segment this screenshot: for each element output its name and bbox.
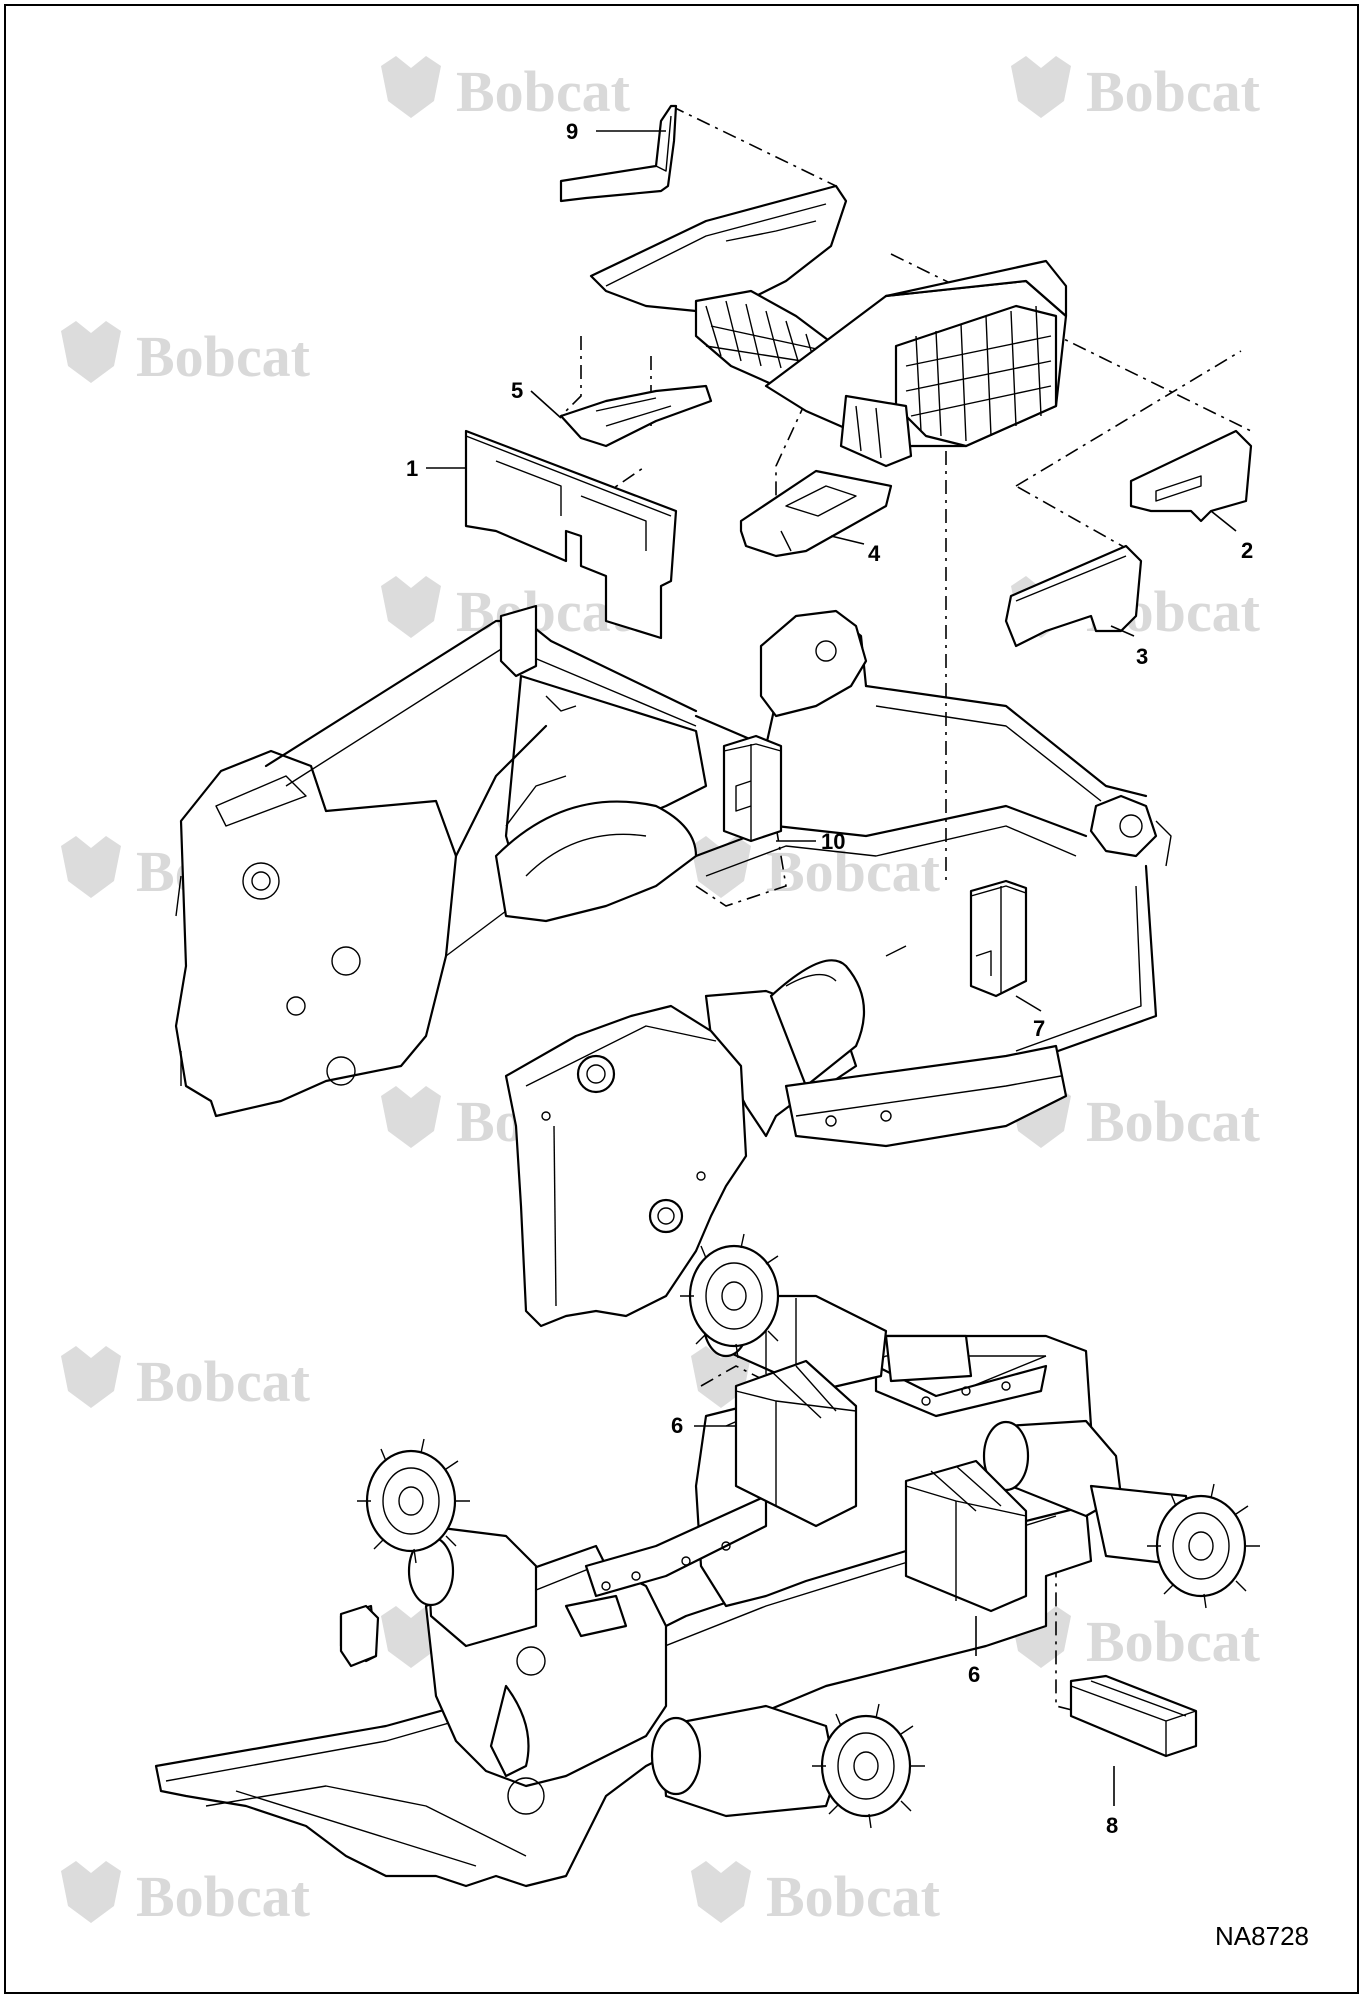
floor-panel-assembly bbox=[589, 184, 1068, 468]
svg-text:Bobcat: Bobcat bbox=[1086, 1089, 1261, 1154]
drawing-reference-code: NA8728 bbox=[1215, 1921, 1309, 1951]
svg-text:Bobcat: Bobcat bbox=[136, 324, 311, 389]
svg-text:Bobcat: Bobcat bbox=[766, 1864, 941, 1929]
part-2-side-panel bbox=[1129, 429, 1253, 523]
part-5-floor-pad bbox=[559, 384, 713, 448]
bobcat-watermark-logo: Bobcat bbox=[61, 1861, 311, 1929]
svg-text:Bobcat: Bobcat bbox=[136, 1349, 311, 1414]
part-8-foam-strip bbox=[1069, 1674, 1198, 1758]
part-4-bracket-pad bbox=[739, 469, 893, 558]
callout-5: 5 bbox=[511, 378, 523, 403]
callout-8: 8 bbox=[1106, 1813, 1118, 1838]
callout-4: 4 bbox=[868, 541, 881, 566]
callout-1: 1 bbox=[406, 456, 418, 481]
part-10-foam-block bbox=[722, 734, 783, 843]
wheel-hub-rear-left bbox=[680, 1233, 792, 1359]
part-7-foam-block bbox=[969, 879, 1028, 998]
wheel-hub-front-right bbox=[812, 1703, 925, 1829]
svg-text:Bobcat: Bobcat bbox=[1086, 1609, 1261, 1674]
callout-6-upper: 6 bbox=[671, 1413, 683, 1438]
part-1-insulation-panel bbox=[464, 429, 678, 640]
callout-2: 2 bbox=[1241, 538, 1253, 563]
callout-labels: 9 5 1 4 2 3 10 7 6 6 8 bbox=[406, 119, 1253, 1838]
callout-3: 3 bbox=[1136, 644, 1148, 669]
bobcat-watermark-logo: Bobcat bbox=[1011, 56, 1261, 124]
wheel-hub-rear-right bbox=[1147, 1483, 1260, 1609]
bobcat-watermark-logo: Bobcat bbox=[691, 1861, 941, 1929]
bobcat-watermark-logo: Bobcat bbox=[381, 576, 631, 644]
callout-9: 9 bbox=[566, 119, 578, 144]
wheel-hub-front-left bbox=[357, 1438, 470, 1564]
svg-text:Bobcat: Bobcat bbox=[766, 839, 941, 904]
leader-lines bbox=[426, 130, 1237, 1806]
svg-text:Bobcat: Bobcat bbox=[136, 1864, 311, 1929]
bobcat-watermark-logo: Bobcat bbox=[1011, 1606, 1261, 1674]
svg-text:Bobcat: Bobcat bbox=[456, 59, 631, 124]
part-3-side-panel bbox=[1004, 544, 1143, 648]
part-6-foam-block-lower bbox=[904, 1459, 1028, 1613]
callout-7: 7 bbox=[1033, 1016, 1045, 1041]
exploded-parts-drawing: Bobcat Bobcat Bobcat Bobcat Bobcat Bobca… bbox=[61, 56, 1261, 1929]
bobcat-watermark-logo: Bobcat bbox=[691, 836, 941, 904]
svg-text:Bobcat: Bobcat bbox=[1086, 59, 1261, 124]
parts-diagram-sheet: Bobcat Bobcat Bobcat Bobcat Bobcat Bobca… bbox=[4, 4, 1359, 1994]
upper-main-frame bbox=[174, 604, 1172, 1328]
svg-text:Bobcat: Bobcat bbox=[456, 579, 631, 644]
callout-10: 10 bbox=[821, 829, 845, 854]
bobcat-watermark-logo: Bobcat bbox=[61, 1346, 311, 1414]
part-9-spacer-bar bbox=[559, 104, 678, 203]
callout-6-lower: 6 bbox=[968, 1662, 980, 1687]
bobcat-watermark-logo: Bobcat bbox=[61, 321, 311, 389]
lower-chassis-frame bbox=[154, 1233, 1260, 1888]
part-6-foam-block-upper bbox=[734, 1359, 858, 1528]
bobcat-watermark-logo: Bobcat bbox=[381, 56, 631, 124]
